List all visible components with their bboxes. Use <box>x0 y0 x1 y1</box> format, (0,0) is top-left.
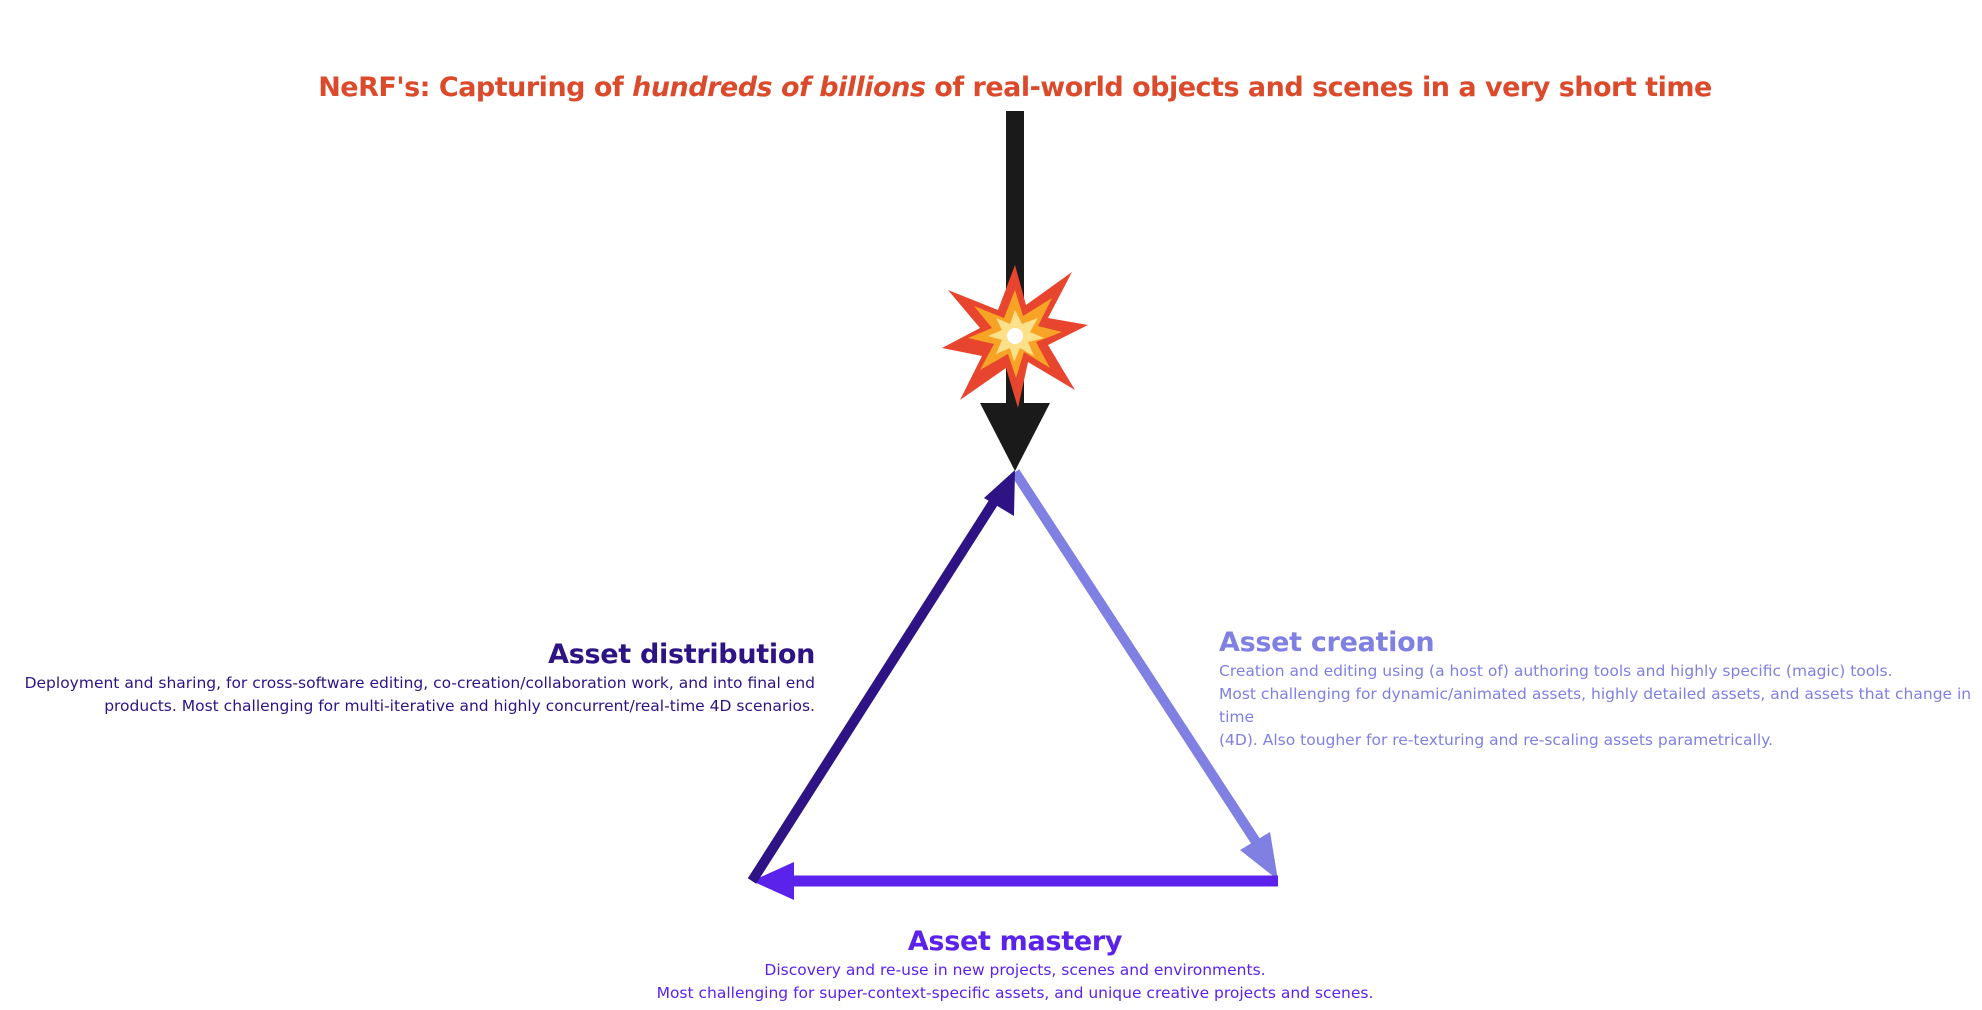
asset-creation-node: Asset creation Creation and editing usin… <box>1219 626 1979 752</box>
mastery-heading: Asset mastery <box>907 926 1123 957</box>
mastery-line-1: Discovery and re-use in new projects, sc… <box>764 961 1266 979</box>
collision-icon <box>942 265 1088 408</box>
distribution-line-1: Deployment and sharing, for cross-softwa… <box>24 674 815 692</box>
asset-mastery-node: Asset mastery Discovery and re-use in ne… <box>615 925 1415 1005</box>
creation-arrow <box>1010 469 1278 880</box>
title-suffix: of real-world objects and scenes in a ve… <box>925 72 1712 103</box>
title-emphasis: hundreds of billions <box>632 72 926 103</box>
mastery-arrow <box>752 862 1278 900</box>
creation-line-2: Most challenging for dynamic/animated as… <box>1219 685 1972 726</box>
mastery-line-2: Most challenging for super-context-speci… <box>656 984 1374 1002</box>
creation-line-1: Creation and editing using (a host of) a… <box>1219 662 1893 680</box>
title-prefix: NeRF's: Capturing of <box>318 72 633 103</box>
creation-heading: Asset creation <box>1219 627 1435 658</box>
distribution-line-2: products. Most challenging for multi-ite… <box>104 697 815 715</box>
diagram-title: NeRF's: Capturing of hundreds of billion… <box>0 72 1982 103</box>
distribution-arrow <box>747 470 1015 884</box>
creation-line-3: (4D). Also tougher for re-texturing and … <box>1219 731 1774 749</box>
asset-distribution-node: Asset distribution Deployment and sharin… <box>15 638 816 718</box>
distribution-heading: Asset distribution <box>548 639 815 670</box>
